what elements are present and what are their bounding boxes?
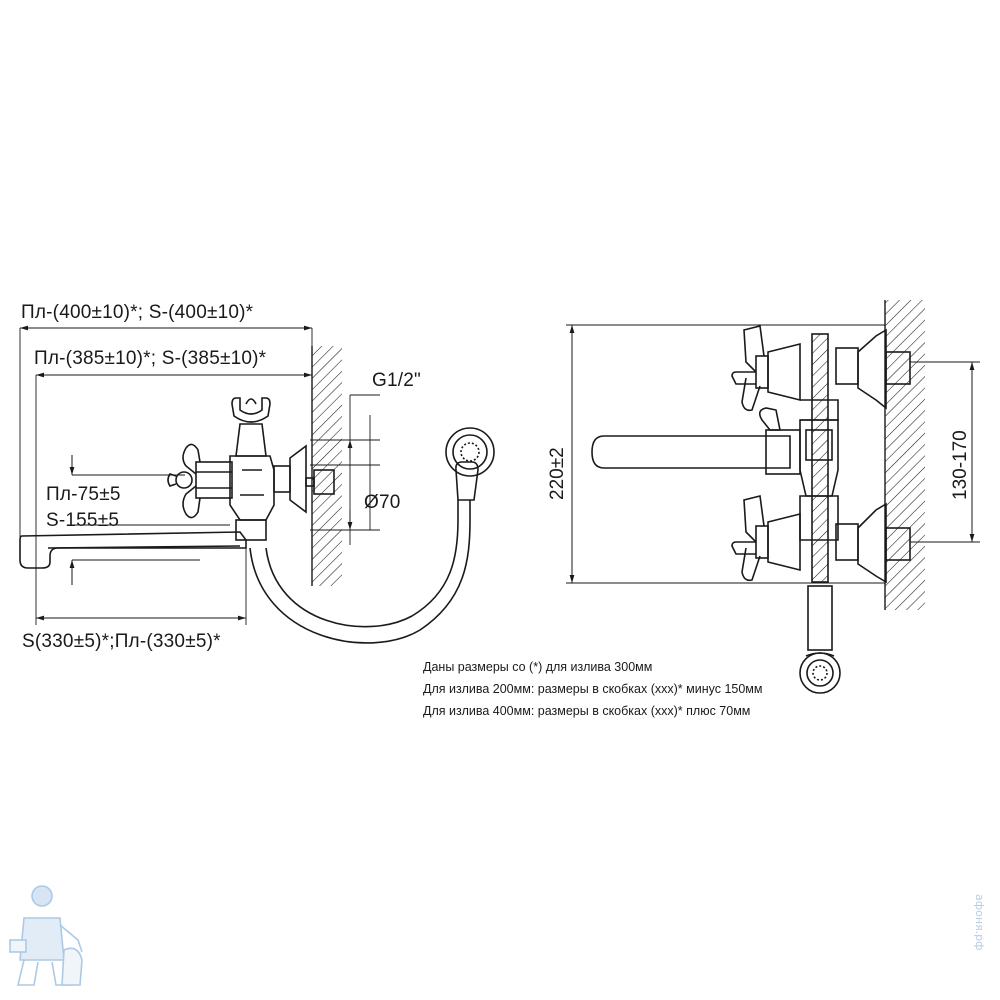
- dim-height-s-label: S-155±5: [46, 510, 120, 531]
- note-line-2: Для излива 200мм: размеры в скобках (ххх…: [423, 682, 763, 696]
- side-dimension-lines: [20, 325, 380, 621]
- front-wall: [884, 300, 925, 610]
- side-wall: [311, 346, 342, 586]
- side-hand-shower: [445, 427, 495, 501]
- thread-label: G1/2": [372, 370, 421, 391]
- side-cross-handle: [167, 443, 233, 519]
- front-lower-valve: [731, 495, 911, 584]
- side-extension-lines: [19, 328, 380, 625]
- diameter-label: Ø70: [364, 492, 401, 513]
- front-spacing-label: 130-170: [950, 430, 971, 500]
- front-shower-rod: [807, 333, 833, 651]
- front-spout: [591, 407, 801, 475]
- front-dimension-lines: [566, 324, 980, 584]
- plumber-mascot-icon: [9, 885, 83, 986]
- side-view: [19, 325, 495, 644]
- dim-spout-reach-label: Пл-(385±10)*; S-(385±10)*: [34, 348, 267, 369]
- front-height-label: 220±2: [547, 447, 568, 500]
- dim-spout-length-label: S(330±5)*;Пл-(330±5)*: [22, 631, 221, 652]
- side-hose: [249, 500, 471, 644]
- front-view: [566, 300, 980, 694]
- side-spout: [19, 531, 247, 569]
- side-body: [229, 397, 335, 541]
- dim-height-pl-label: Пл-75±5: [46, 484, 121, 505]
- note-line-3: Для излива 400мм: размеры в скобках (ххх…: [423, 704, 751, 718]
- watermark-text: афоня.рф: [973, 894, 986, 951]
- front-hand-shower: [799, 652, 841, 694]
- dim-total-label: Пл-(400±10)*; S-(400±10)*: [21, 302, 254, 323]
- note-line-1: Даны размеры со (*) для излива 300мм: [423, 660, 653, 674]
